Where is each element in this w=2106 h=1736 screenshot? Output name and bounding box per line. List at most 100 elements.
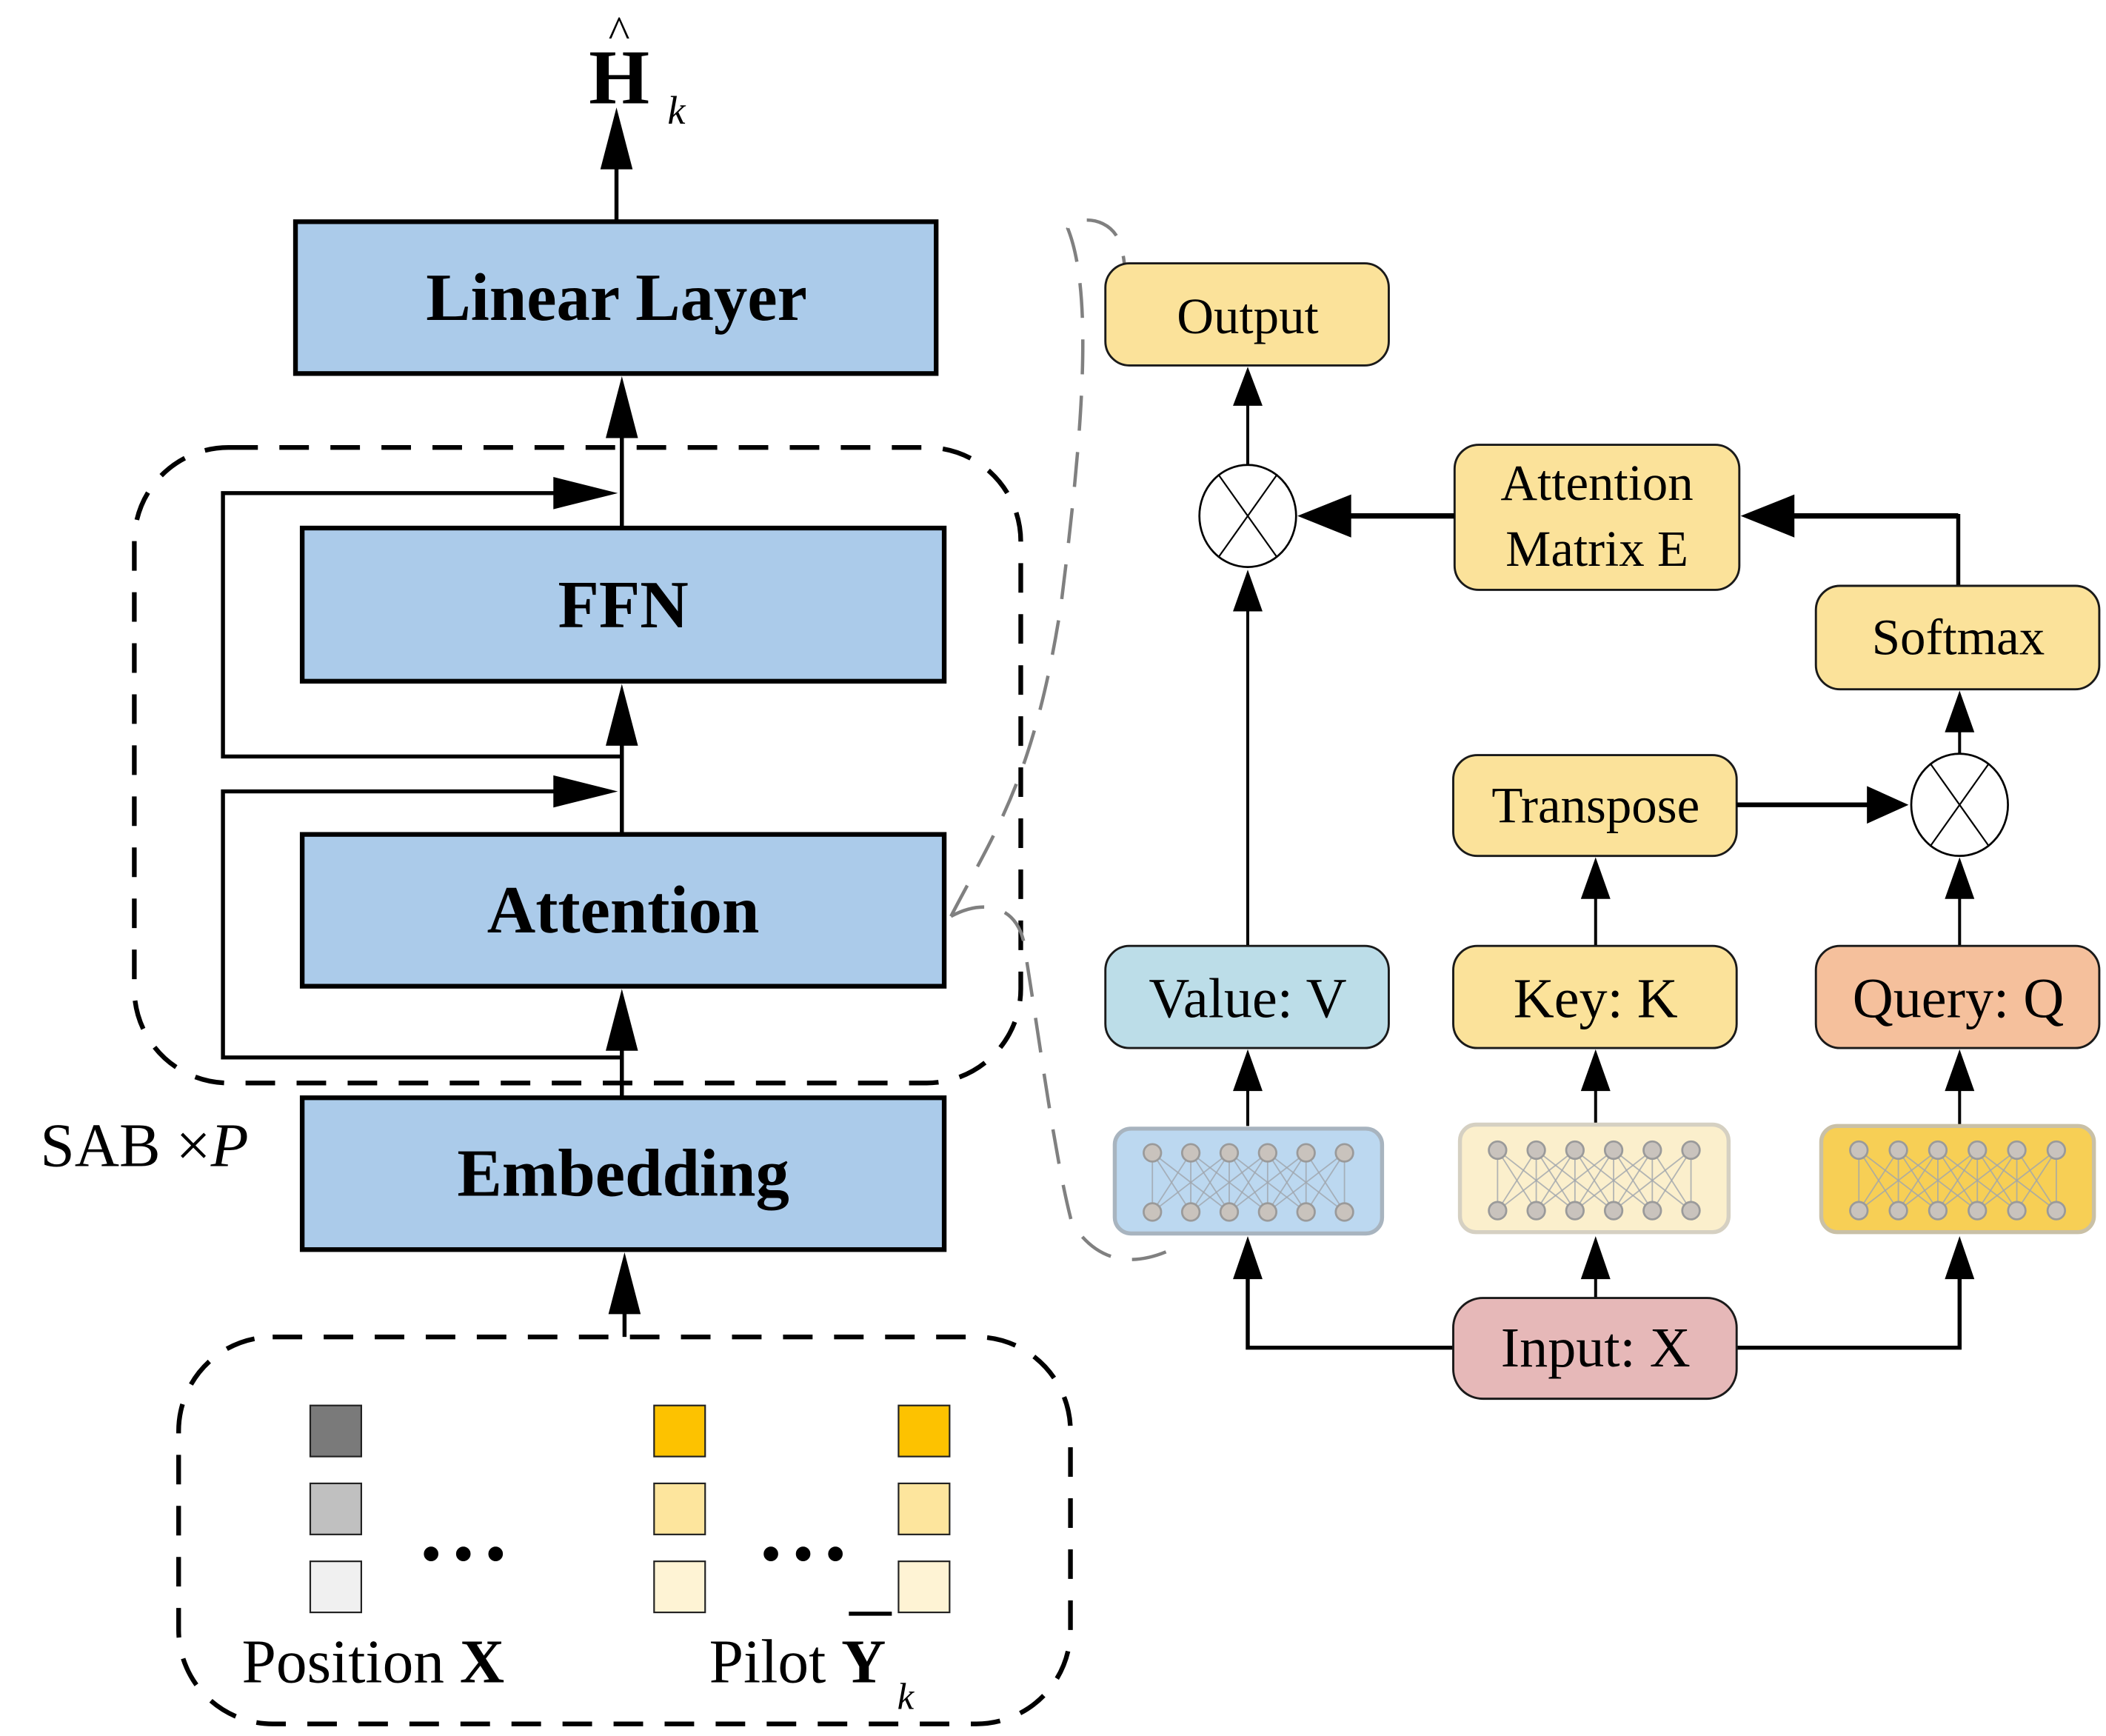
net-edge: [1976, 1149, 2018, 1212]
net-node: [1526, 1140, 1546, 1161]
neural-net-icon-query: [1819, 1124, 2096, 1235]
net-node: [1565, 1201, 1585, 1221]
output-label: Output: [1177, 288, 1318, 344]
query-node: Query: Q: [1814, 944, 2101, 1049]
arrowhead-icon: [1580, 1049, 1611, 1092]
net-edge: [1267, 1152, 1307, 1212]
net-node: [1296, 1143, 1316, 1163]
net-edge: [1497, 1149, 1537, 1212]
net-edge: [1267, 1152, 1346, 1213]
net-edge: [1937, 1149, 2018, 1212]
net-edge: [1976, 1149, 2057, 1212]
pilot-subscript: k: [897, 1676, 915, 1717]
zoom-bracket-lower: [950, 905, 1172, 1261]
attention-matrix-label-1: Attention: [1500, 455, 1693, 511]
hat-accent: ^: [609, 7, 630, 57]
residual-connection-attention: [221, 789, 622, 1060]
net-node: [1681, 1201, 1701, 1221]
neural-net-icon-key: [1457, 1122, 1731, 1235]
attention-block: Attention: [299, 832, 947, 989]
input-node: Input: X: [1452, 1297, 1738, 1401]
arrowhead-icon: [1945, 857, 1975, 899]
net-node: [1888, 1140, 1908, 1161]
arrowhead-icon: [1867, 786, 1909, 824]
net-edge: [1497, 1149, 1576, 1212]
arrow-softmax-to-attention: [1786, 513, 1961, 587]
net-edge: [1535, 1149, 1576, 1212]
arrowhead-icon: [1945, 1049, 1975, 1092]
net-node: [2007, 1201, 2027, 1221]
net-node: [1257, 1202, 1277, 1222]
net-edge: [1574, 1149, 1653, 1212]
net-node: [1219, 1202, 1240, 1222]
ellipsis-position: • • •: [422, 1524, 505, 1584]
pilot-square: [653, 1404, 706, 1458]
arrowhead-icon: [1233, 367, 1263, 406]
sab-text: SAB ×: [40, 1112, 210, 1181]
query-label: Query: Q: [1853, 967, 2065, 1029]
net-node: [1565, 1140, 1585, 1161]
net-edge: [1151, 1152, 1191, 1212]
residual-connection-ffn: [221, 491, 622, 759]
pilot-tokens: [653, 1404, 951, 1614]
pilot-square: [897, 1404, 951, 1458]
embedding-block: Embedding: [299, 1095, 947, 1252]
ellipsis-pilot: • • •: [761, 1524, 844, 1584]
softmax-label: Softmax: [1872, 610, 2045, 666]
net-node: [1849, 1140, 1869, 1161]
net-edge: [1151, 1152, 1230, 1213]
position-square: [309, 1482, 362, 1535]
sab-repeat-label: SAB ×P: [40, 1112, 248, 1181]
key-label: Key: K: [1514, 967, 1678, 1029]
net-node: [1681, 1140, 1701, 1161]
net-edge: [1898, 1149, 1978, 1212]
net-edge: [1897, 1149, 1939, 1212]
net-edge: [1613, 1149, 1654, 1212]
net-node: [1642, 1201, 1662, 1221]
net-edge: [1305, 1152, 1346, 1212]
input-label: Input: X: [1501, 1317, 1691, 1379]
transpose-label: Transpose: [1491, 777, 1699, 833]
svg-text:Pilot Y: Pilot Y: [709, 1628, 886, 1696]
pilot-square: [653, 1482, 706, 1535]
subscript-k: k: [667, 88, 686, 133]
pilot-square: [897, 1560, 951, 1614]
arrowhead-icon: [553, 775, 618, 808]
arrowhead-icon: [1580, 857, 1611, 899]
input-tokens-container: [176, 1334, 1073, 1726]
net-node: [1180, 1143, 1201, 1163]
pilot-symbol: Y: [841, 1628, 886, 1696]
arrowhead-icon: [1233, 1236, 1263, 1280]
net-node: [1968, 1201, 1988, 1221]
net-edge: [1937, 1149, 1978, 1212]
arrowhead-icon: [1945, 1236, 1975, 1280]
arrowhead-icon: [1740, 494, 1795, 538]
output-label-h-hat-k: H ^ k: [589, 7, 686, 132]
position-symbol: X: [460, 1628, 504, 1696]
arrowhead-icon: [1233, 1049, 1263, 1092]
net-node: [1296, 1202, 1316, 1222]
net-node: [1257, 1143, 1277, 1163]
net-node: [1488, 1140, 1508, 1161]
attention-matrix-label-2: Matrix E: [1505, 521, 1688, 577]
linear-layer-block: Linear Layer: [292, 219, 939, 376]
net-edge: [2016, 1149, 2057, 1212]
ffn-block: FFN: [299, 525, 947, 684]
net-node: [1334, 1202, 1354, 1222]
sab-p: P: [210, 1112, 249, 1181]
net-edge: [1190, 1152, 1268, 1213]
attention-label: Attention: [487, 872, 760, 947]
multiply-node-qk: [1910, 752, 2009, 858]
arrowhead-icon: [606, 375, 638, 438]
arrowhead-icon: [1580, 1236, 1611, 1280]
net-node: [1928, 1140, 1948, 1161]
arrow-input-to-query-net: [1736, 1276, 1962, 1350]
position-tokens: [309, 1404, 362, 1614]
pilot-label: Pilot Y k: [709, 1612, 915, 1717]
net-node: [1928, 1201, 1948, 1221]
net-edge: [1651, 1149, 1692, 1212]
output-node: Output: [1104, 262, 1390, 367]
zoom-bracket: [949, 218, 1128, 918]
arrowhead-icon: [606, 684, 638, 746]
net-node: [1642, 1140, 1662, 1161]
